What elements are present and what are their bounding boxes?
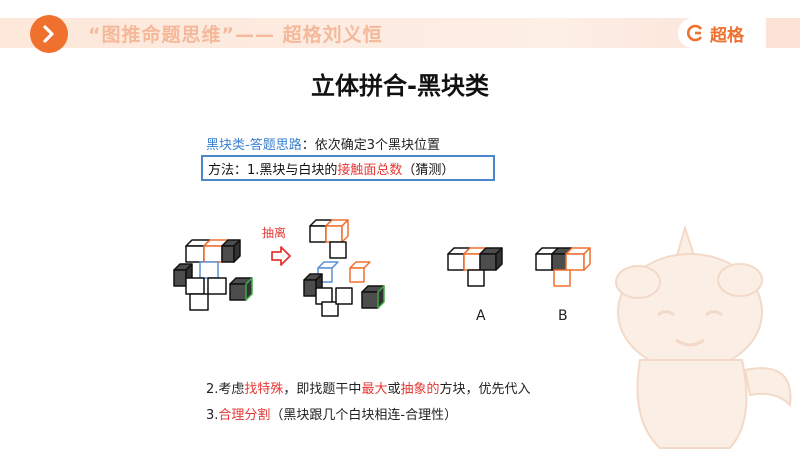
approach-text: ：依次确定3个黑块位置	[301, 138, 440, 153]
option-a-label: A	[476, 308, 486, 324]
page-title: 立体拼合-黑块类	[311, 72, 489, 100]
tip2-prefix: 2.考虑	[206, 382, 245, 397]
brand-logo: 超格	[678, 18, 766, 48]
option-b-figure	[535, 247, 591, 287]
extract-label: 抽离	[262, 226, 287, 240]
option-b-label: B	[558, 308, 568, 324]
method-highlight: 接触面总数	[337, 162, 403, 178]
tip2-highlight-abstract: 抽象的	[400, 382, 440, 397]
tip-3: 3.合理分割（黑块跟几个白块相连-合理性）	[206, 404, 457, 423]
brand-g-icon	[687, 24, 703, 42]
approach-label: 黑块类-答题思路	[206, 138, 302, 153]
tip2-highlight-largest: 最大	[361, 382, 388, 397]
extracted-piece-top	[309, 219, 349, 259]
tip3-prefix: 3.	[206, 408, 219, 423]
brand-name: 超格	[710, 25, 744, 46]
composite-cube-figure	[173, 239, 253, 311]
tip3-suffix: （黑块跟几个白块相连-合理性）	[270, 408, 458, 423]
top-banner-bar	[0, 18, 800, 48]
option-a-figure	[447, 247, 503, 287]
unicorn-mascot-watermark	[615, 224, 792, 449]
arrow-right-icon	[271, 246, 291, 266]
approach-line: 黑块类-答题思路：依次确定3个黑块位置	[206, 134, 440, 153]
tip2-mid1: ，即找题干中	[283, 382, 362, 397]
tip2-suffix: 方块，优先代入	[439, 382, 531, 397]
method-prefix: 方法：1.黑块与白块的	[208, 162, 338, 178]
banner-title: “图推命题思维”—— 超格刘义恒	[88, 24, 383, 46]
tip-2: 2.考虑找特殊，即找题干中最大或抽象的方块，优先代入	[206, 378, 531, 397]
tip2-mid2: 或	[387, 382, 401, 397]
chevron-right-icon	[43, 25, 54, 43]
tip2-highlight-special: 找特殊	[244, 382, 284, 397]
method-box: 方法：1.黑块与白块的接触面总数（猜测）	[201, 155, 495, 181]
tip3-highlight-split: 合理分割	[218, 408, 271, 423]
method-suffix: （猜测）	[402, 162, 455, 178]
next-button[interactable]	[30, 15, 68, 53]
extracted-piece-bottom	[303, 261, 385, 317]
